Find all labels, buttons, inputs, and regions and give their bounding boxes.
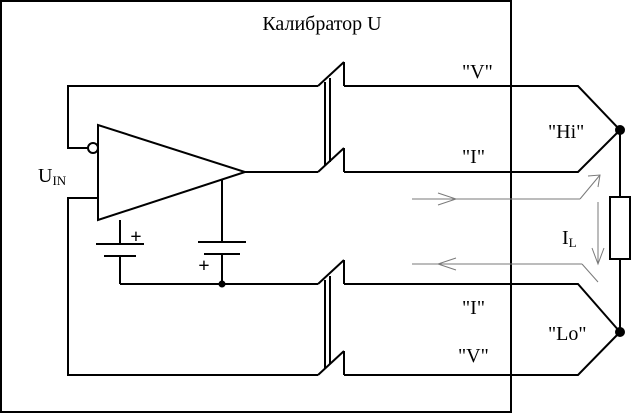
label-i-l-sub: L bbox=[569, 235, 577, 250]
current-arrow-return-head bbox=[436, 257, 457, 271]
amplifier-triangle bbox=[97, 123, 249, 222]
label-v-bottom: "V" bbox=[458, 345, 489, 367]
line-i-bottom bbox=[344, 283, 621, 333]
line-i-top bbox=[344, 129, 621, 173]
battery-2-plus: + bbox=[198, 255, 209, 277]
junction-dot-common bbox=[218, 280, 226, 288]
label-v-top: "V" bbox=[462, 61, 493, 83]
label-i-bottom: "I" bbox=[462, 297, 485, 319]
feedback-wire bbox=[67, 85, 318, 149]
enclosure-title: Калибратор U bbox=[262, 13, 382, 35]
relay-bottom-blade-i bbox=[317, 259, 345, 285]
relay-top-blade-v bbox=[317, 61, 345, 87]
label-i-top: "I" bbox=[462, 146, 485, 168]
label-u-in-sub: IN bbox=[52, 173, 66, 188]
label-hi: "Hi" bbox=[548, 121, 584, 143]
label-i-l: IL bbox=[562, 227, 577, 250]
current-arrow-diagonal-top bbox=[579, 174, 601, 200]
label-lo: "Lo" bbox=[548, 323, 587, 345]
input-wire bbox=[67, 197, 318, 376]
label-u-in: UIN bbox=[38, 165, 67, 188]
label-u-in-main: U bbox=[38, 165, 53, 187]
load-resistor bbox=[609, 196, 631, 260]
line-v-top bbox=[344, 85, 621, 131]
line-v-bottom bbox=[344, 331, 621, 376]
current-arrow-diagonal-top-head bbox=[587, 174, 601, 188]
inverting-input-bubble bbox=[87, 142, 99, 154]
label-i-l-main: I bbox=[562, 227, 569, 249]
current-arrow-diagonal-bottom bbox=[581, 263, 599, 283]
battery-1-plus: + bbox=[130, 226, 141, 248]
current-arrow-forward-head bbox=[437, 192, 458, 206]
calibrator-enclosure bbox=[0, 0, 512, 413]
current-arrow-load-head bbox=[591, 247, 605, 266]
